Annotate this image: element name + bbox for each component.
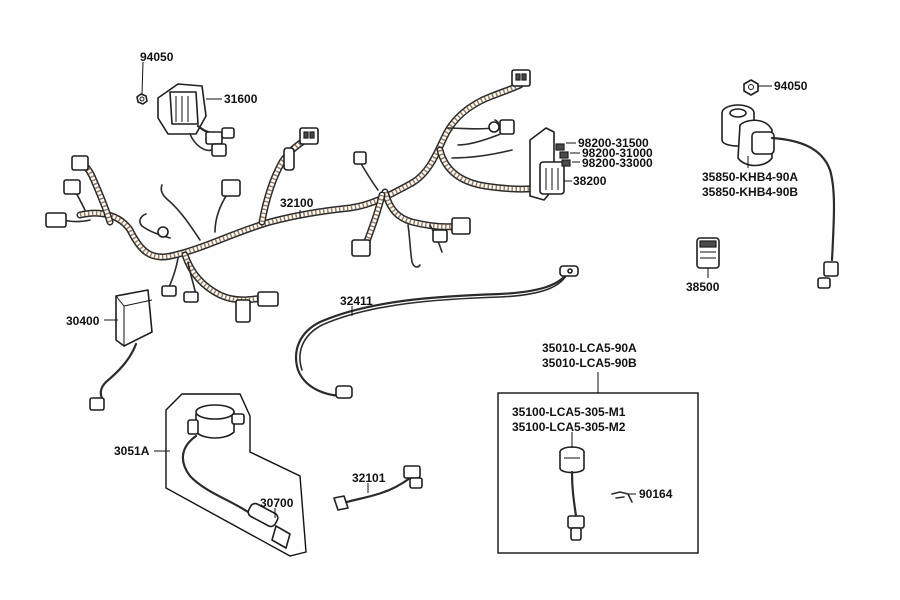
label-32411: 32411 (340, 294, 373, 308)
label-32101: 32101 (352, 471, 386, 485)
connector-top-right (511, 69, 531, 87)
label-38200: 38200 (573, 174, 607, 188)
cdi-unit-30400 (89, 289, 153, 411)
harness-connectors (45, 69, 531, 323)
ignition-switch-35850 (721, 104, 839, 289)
regulator-31600 (157, 83, 235, 157)
connector-far-left-mid (63, 179, 81, 195)
nut-94050-right (743, 79, 759, 96)
connector-lower-mid (351, 239, 371, 257)
label-98200-31000: 98200-31000 (582, 146, 653, 160)
relay-38500 (696, 237, 720, 269)
label-90164: 90164 (639, 487, 673, 501)
label-98200-31500: 98200-31500 (578, 136, 649, 150)
connector-upper-mid (299, 127, 319, 145)
fuse-box-38200 (529, 127, 571, 201)
connector-mid-left (221, 179, 241, 197)
connector-far-left-low (45, 212, 67, 228)
cable-32411 (294, 265, 579, 399)
leader-lines (104, 61, 772, 518)
label-30400: 30400 (66, 314, 100, 328)
wire-32101 (333, 465, 423, 511)
label-35850-khb4-90b: 35850-KHB4-90B (702, 185, 799, 199)
label-35010-lca5-90b: 35010-LCA5-90B (542, 356, 637, 370)
label-94050-right: 94050 (774, 79, 808, 93)
label-35850-khb4-90a: 35850-KHB4-90A (702, 170, 799, 184)
label-98200-33000: 98200-33000 (582, 156, 653, 170)
label-94050-left: 94050 (140, 50, 174, 64)
label-38500: 38500 (686, 280, 720, 294)
clip-90164 (611, 491, 633, 503)
label-3051a: 3051A (114, 444, 150, 458)
ring-terminal (157, 226, 169, 238)
label-35010-lca5-90a: 35010-LCA5-90A (542, 341, 637, 355)
nut-94050-left (136, 93, 148, 105)
main-wire-harness (76, 81, 544, 304)
label-30700: 30700 (260, 496, 294, 510)
label-32100: 32100 (280, 196, 314, 210)
connector-lower-right (451, 217, 471, 235)
label-31600: 31600 (224, 92, 258, 106)
label-35100-lca5-305-m1: 35100-LCA5-305-M1 (512, 405, 626, 419)
label-35100-lca5-305-m2: 35100-LCA5-305-M2 (512, 420, 626, 434)
ignition-coil-group-3051A (165, 393, 307, 557)
switch-35100 (559, 446, 585, 541)
connector-far-left-top (71, 155, 89, 171)
